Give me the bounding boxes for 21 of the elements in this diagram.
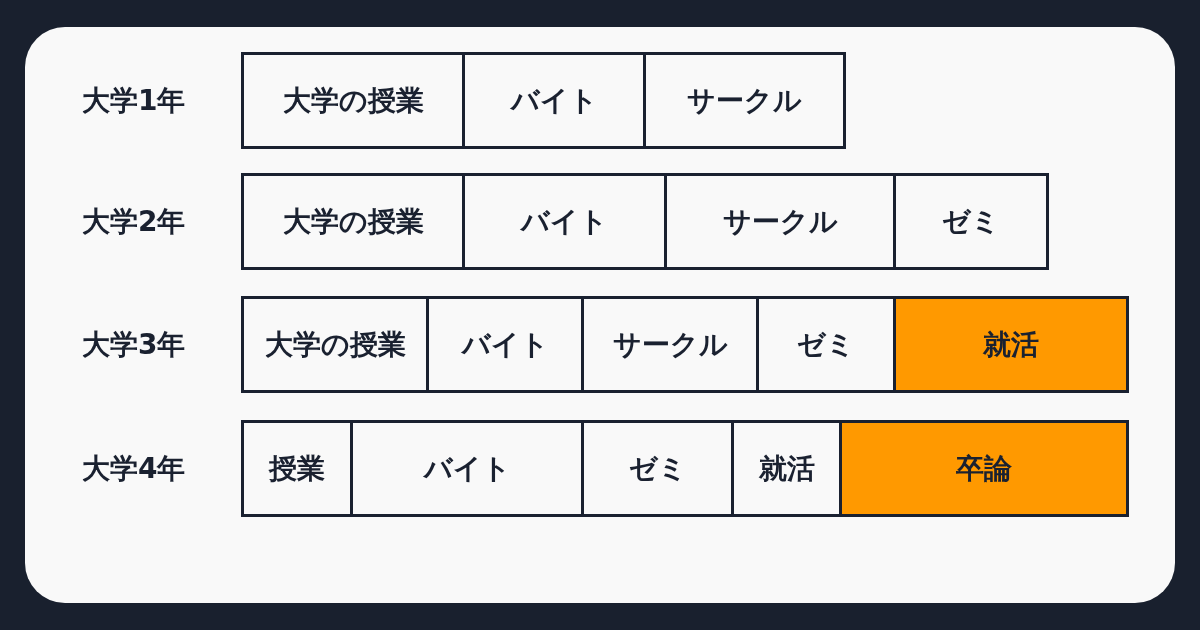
year-label: 大学1年 — [82, 86, 186, 115]
activity-box: バイト — [350, 420, 584, 517]
activity-box: 大学の授業 — [241, 296, 429, 393]
activity-box: 就活 — [731, 420, 842, 517]
highlighted-box: 卒論 — [839, 420, 1129, 517]
activity-box: ゼミ — [581, 420, 734, 517]
activity-box: バイト — [462, 173, 667, 270]
activity-box: バイト — [462, 52, 646, 149]
activity-box: 大学の授業 — [241, 52, 465, 149]
activity-box: サークル — [581, 296, 759, 393]
activity-box: 大学の授業 — [241, 173, 465, 270]
activity-box: サークル — [664, 173, 896, 270]
activity-box: バイト — [426, 296, 584, 393]
year-label: 大学4年 — [82, 454, 186, 483]
year-label: 大学3年 — [82, 330, 186, 359]
activity-box: サークル — [643, 52, 846, 149]
highlighted-box: 就活 — [893, 296, 1129, 393]
activity-box: 授業 — [241, 420, 353, 517]
year-label: 大学2年 — [82, 207, 186, 236]
activity-box: ゼミ — [893, 173, 1049, 270]
activity-box: ゼミ — [756, 296, 896, 393]
